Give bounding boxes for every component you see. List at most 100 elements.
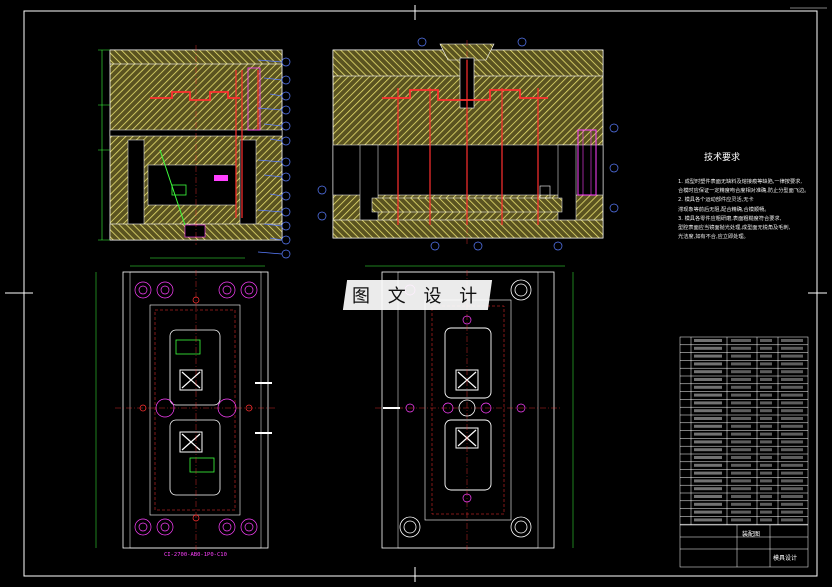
part-balloon (281, 157, 291, 167)
leader-line (269, 93, 283, 97)
leader-line (263, 174, 283, 178)
part-balloon (473, 241, 483, 251)
part-balloon (609, 123, 619, 133)
bom-cell-text (760, 448, 772, 452)
bom-cell-text (781, 346, 803, 350)
bom-cell-text (781, 409, 803, 413)
part-balloon (281, 75, 291, 85)
bom-cell-text (760, 495, 772, 498)
bom-cell-text (760, 393, 772, 397)
bom-cell-text (731, 417, 751, 420)
bom-cell-text (731, 471, 751, 475)
bom-cell-text (694, 463, 722, 467)
leader-line (269, 237, 283, 241)
bom-cell-text (760, 424, 772, 428)
title-block-school: 模具设计 (773, 555, 798, 562)
bom-cell-text (781, 471, 803, 475)
bom-cell-text (731, 424, 751, 428)
bom-cell-text (694, 378, 722, 381)
part-balloon (317, 211, 327, 221)
bom-cell-text (781, 502, 803, 506)
leader-line (269, 193, 283, 197)
bom-cell-text (781, 440, 803, 444)
bom-cell-text (694, 432, 722, 436)
part-balloon (281, 121, 291, 131)
watermark: 图 文 设 计 (342, 280, 493, 310)
leader-line (263, 223, 283, 227)
bom-cell-text (781, 393, 803, 397)
bom-cell-text (781, 448, 803, 452)
bom-cell-text (781, 424, 803, 428)
bom-cell-text (694, 339, 722, 342)
bom-cell-text (760, 378, 772, 381)
part-balloon (517, 37, 527, 47)
bom-cell-text (781, 463, 803, 467)
bom-cell-text (731, 339, 751, 342)
section-view-left (98, 45, 283, 245)
part-balloon (609, 163, 619, 173)
bom-cell-text (694, 495, 722, 498)
bom-cell-text (731, 378, 751, 381)
bom-cell-text (781, 432, 803, 436)
bom-cell-text (731, 393, 751, 397)
bom-cell-text (694, 487, 722, 491)
leader-line (257, 209, 283, 213)
part-balloon (281, 172, 291, 182)
bom-cell-text (781, 378, 803, 381)
leader-line (269, 138, 283, 142)
plan-view-left (95, 257, 276, 550)
bom-cell-text (731, 370, 751, 374)
bom-cell-text (760, 471, 772, 475)
bom-cell-text (694, 471, 722, 475)
tech-note-line: 合模时应保证一定精度吻合度相对准确,防止分型面飞边。 (678, 188, 810, 195)
bom-cell-text (781, 362, 803, 366)
bom-cell-text (694, 354, 722, 358)
bom-cell-text (731, 448, 751, 452)
bom-cell-text (731, 401, 751, 405)
part-balloon (430, 241, 440, 251)
bom-cell-text (731, 346, 751, 350)
bom-cell-text (731, 385, 751, 389)
bom-cell-text (694, 401, 722, 405)
bom-cell-text (760, 370, 772, 374)
section-view-right (332, 40, 604, 245)
bill-of-materials (679, 336, 809, 568)
bom-cell-text (694, 448, 722, 452)
bom-cell-text (760, 510, 772, 514)
bom-cell-text (781, 518, 803, 522)
part-balloon (281, 105, 291, 115)
bom-cell-text (781, 339, 803, 342)
leader-line (257, 59, 283, 63)
tech-note-line: 型腔表面应当镜面抛光处理,成型面无锐角及毛刺, (678, 225, 791, 232)
bom-cell-text (731, 463, 751, 467)
bom-cell-text (694, 479, 722, 483)
part-balloon (281, 235, 291, 245)
part-balloon (281, 221, 291, 231)
drawing-frame (5, 5, 827, 582)
bom-cell-text (731, 479, 751, 483)
title-block-drawing-name: 装配图 (742, 531, 761, 538)
bom-cell-text (760, 463, 772, 467)
bom-cell-text (731, 487, 751, 491)
bom-cell-text (760, 518, 772, 522)
part-balloon (317, 185, 327, 195)
leader-line (263, 123, 283, 127)
tech-requirements-title: 技术要求 (704, 153, 741, 163)
bom-cell-text (694, 346, 722, 350)
tech-note-line: 1. 成型时塑件表面无缺料及熔接痕等缺陷,一律按要求, (678, 179, 803, 185)
part-balloon (281, 191, 291, 201)
bom-cell-text (694, 424, 722, 428)
bom-cell-text (731, 495, 751, 498)
bom-cell-text (760, 339, 772, 342)
part-balloon (281, 207, 291, 217)
bom-cell-text (694, 362, 722, 366)
bom-cell-text (694, 393, 722, 397)
bom-cell-text (760, 362, 772, 366)
bom-cell-text (781, 354, 803, 358)
bom-cell-text (731, 456, 751, 459)
bom-cell-text (694, 370, 722, 374)
bom-cell-text (694, 518, 722, 522)
bom-cell-text (760, 487, 772, 491)
bom-cell-text (760, 479, 772, 483)
